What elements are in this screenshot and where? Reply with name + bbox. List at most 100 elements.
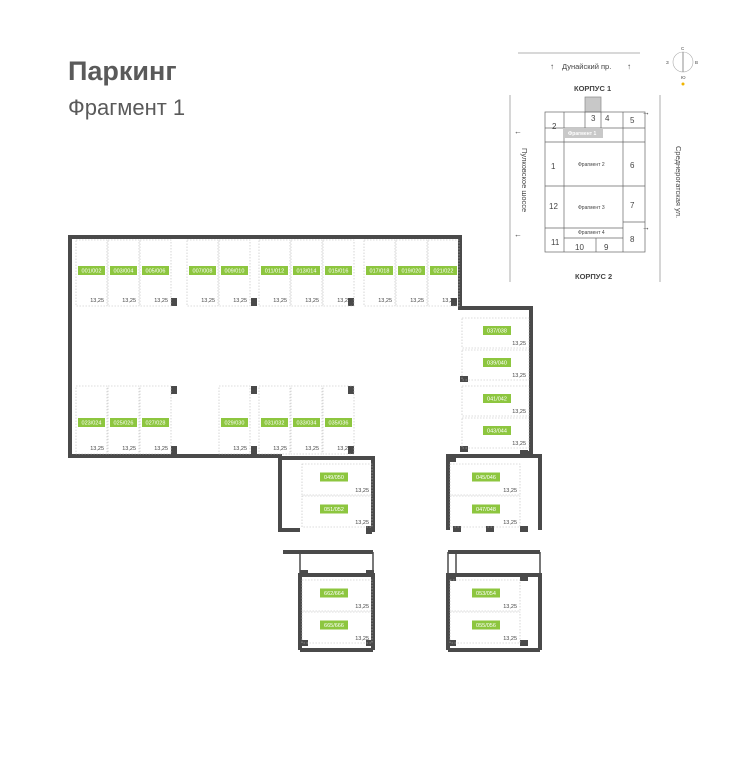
parking-spot[interactable]: 003/004 13,25 xyxy=(107,239,140,307)
parking-spot[interactable]: 019/020 13,25 xyxy=(395,239,428,307)
parking-spot-outline xyxy=(449,463,521,496)
parking-spot-area: 13,25 xyxy=(503,488,517,494)
parking-spot-area: 13,25 xyxy=(503,604,517,610)
page-title: Паркинг xyxy=(68,56,177,86)
parking-spot-area: 13,25 xyxy=(154,446,168,452)
parking-spot-tag xyxy=(293,418,320,427)
section-12: 12 xyxy=(549,202,558,211)
parking-spot-number: 029/030 xyxy=(225,421,245,427)
parking-spot-tag xyxy=(472,472,500,482)
parking-spot-number: 033/034 xyxy=(297,421,317,427)
section-3-top-shade xyxy=(584,96,602,113)
parking-spot-number: 021/022 xyxy=(434,269,454,275)
wall-bottom-left xyxy=(298,573,375,650)
parking-spot-area: 13,25 xyxy=(273,446,287,452)
parking-spot-area: 13,25 xyxy=(122,446,136,452)
parking-spot-number: 041/042 xyxy=(487,397,507,403)
walls xyxy=(68,235,542,652)
section-4: 4 xyxy=(605,114,610,123)
parking-spot[interactable]: 041/042 13,25 xyxy=(461,385,530,417)
parking-spot-tag xyxy=(189,266,216,275)
parking-spot-tag xyxy=(320,472,348,482)
parking-spot-outline xyxy=(449,495,521,528)
parking-spot-outline xyxy=(107,385,140,455)
parking-spot-outline xyxy=(186,239,219,307)
parking-spot-area: 13,25 xyxy=(512,409,526,415)
parking-spot-number: 003/004 xyxy=(114,269,134,275)
parking-spot-tag xyxy=(472,620,500,630)
section-6: 6 xyxy=(630,161,635,170)
parking-spot-outline xyxy=(461,349,530,381)
parking-spot-number: 055/056 xyxy=(476,623,496,629)
parking-spot-outline xyxy=(301,495,373,528)
building-top-label: КОРПУС 1 xyxy=(574,84,611,93)
key-map: ↑ ↑ Дунайский пр. ← ← Пулковское шоссе С… xyxy=(509,46,698,282)
compass-east: В xyxy=(695,60,698,65)
parking-spot-number: 035/036 xyxy=(329,421,349,427)
parking-spot-number: 019/020 xyxy=(402,269,422,275)
parking-spot-tag xyxy=(142,418,169,427)
parking-spot-outline xyxy=(139,385,172,455)
parking-spot-tag xyxy=(142,266,169,275)
parking-spot-outline xyxy=(322,385,355,455)
parking-spot-outline xyxy=(461,385,530,417)
section-3: 3 xyxy=(591,114,596,123)
parking-spot-area: 13,25 xyxy=(512,441,526,447)
parking-spot-number: 023/024 xyxy=(82,421,102,427)
parking-spot-area: 13,25 xyxy=(122,298,136,304)
parking-spot[interactable]: 043/044 13,25 xyxy=(461,417,530,449)
parking-spot-area: 13,25 xyxy=(512,373,526,379)
parking-spot-area: 13,25 xyxy=(503,520,517,526)
parking-spot-number: 009/010 xyxy=(225,269,245,275)
parking-spot-outline xyxy=(427,239,460,307)
parking-spot-tag xyxy=(78,266,105,275)
parking-spot-outline xyxy=(301,611,373,644)
parking-spot-number: 043/044 xyxy=(487,429,507,435)
parking-spot-number: 047/048 xyxy=(476,507,496,513)
parking-spot[interactable]: 047/048 13,25 xyxy=(449,495,521,528)
wall-bottom-right xyxy=(446,573,542,650)
section-7: 7 xyxy=(630,201,635,210)
parking-spot-tag xyxy=(221,266,248,275)
section-2: 2 xyxy=(552,122,557,131)
parking-spot-outline xyxy=(75,239,108,307)
parking-spot-tag xyxy=(366,266,393,275)
parking-spot-area: 13,25 xyxy=(201,298,215,304)
parking-spot-number: 017/018 xyxy=(370,269,390,275)
parking-spot-outline xyxy=(461,317,530,349)
parking-spot-outline xyxy=(301,463,373,496)
parking-spot-area: 13,25 xyxy=(410,298,424,304)
compass-marker-icon xyxy=(681,82,685,86)
page-subtitle: Фрагмент 1 xyxy=(68,95,186,120)
parking-spot-number: 662/664 xyxy=(324,591,344,597)
arrow-up-icon: ↑ xyxy=(627,62,631,71)
wall-outer xyxy=(68,235,533,458)
parking-spot-number: 037/038 xyxy=(487,329,507,335)
parking-spot-area: 13,25 xyxy=(355,636,369,642)
